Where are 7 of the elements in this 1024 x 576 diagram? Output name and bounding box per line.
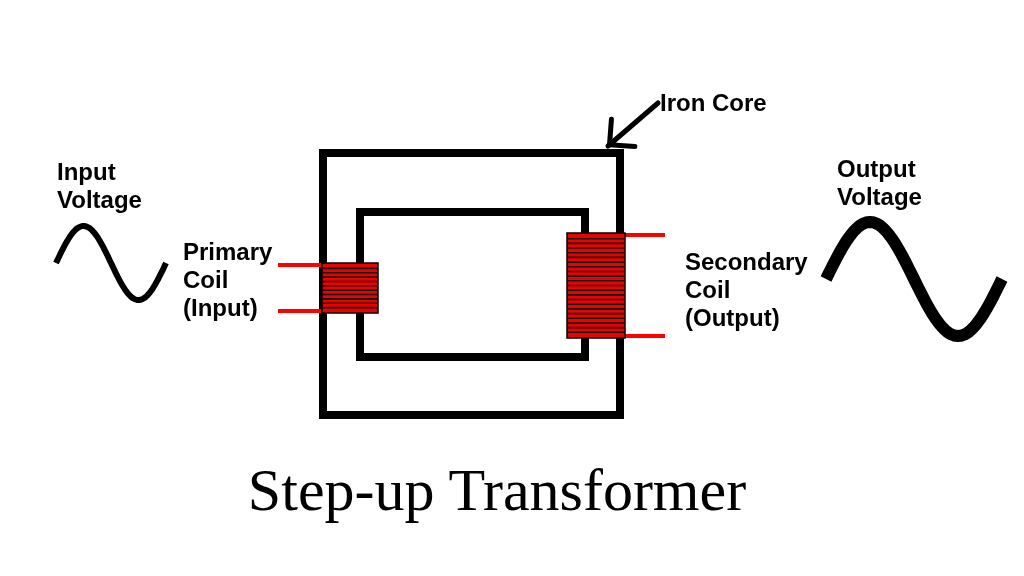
voltage-label: Input Voltage — [57, 158, 142, 214]
voltage-label: Output Voltage — [837, 155, 922, 211]
caption: Step-up Transformer — [247, 456, 747, 525]
coil-label: Secondary Coil (Output) — [685, 248, 808, 332]
callout-label: Iron Core — [660, 89, 767, 117]
coil-label: Primary Coil (Input) — [183, 238, 273, 322]
leader-arrow — [605, 100, 661, 150]
